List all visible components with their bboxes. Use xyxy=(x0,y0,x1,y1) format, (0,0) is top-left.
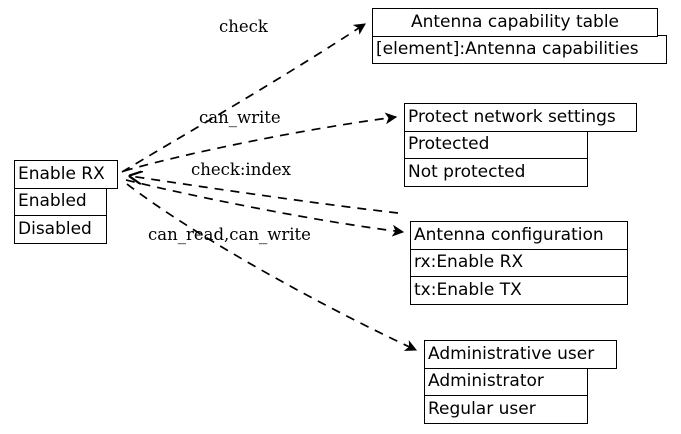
node-row-antenna-capability-table-0: [element]:Antenna capabilities xyxy=(372,35,667,65)
node-header-protect-network-settings: Protect network settings xyxy=(404,103,637,132)
edge-path-check-index xyxy=(130,176,399,214)
edge-path-admin xyxy=(126,183,418,351)
node-row-enable-rx-0: Enabled xyxy=(14,187,107,217)
node-enable-rx[interactable]: Enable RX Enabled Disabled xyxy=(14,160,118,244)
node-header-enable-rx: Enable RX xyxy=(14,160,118,189)
node-protect-network-settings[interactable]: Protect network settings Protected Not p… xyxy=(404,103,637,187)
node-antenna-configuration[interactable]: Antenna configuration rx:Enable RX tx:En… xyxy=(410,221,628,305)
edge-label-check: check xyxy=(219,17,268,36)
node-header-antenna-capability-table: Antenna capability table xyxy=(372,8,658,37)
edge-label-can-read-can-write: can_read,can_write xyxy=(148,225,311,244)
node-row-antenna-configuration-1: tx:Enable TX xyxy=(410,275,628,305)
node-header-administrative-user: Administrative user xyxy=(424,340,617,369)
node-row-protect-network-settings-0: Protected xyxy=(404,130,588,160)
node-row-antenna-configuration-0: rx:Enable RX xyxy=(410,248,628,278)
node-row-administrative-user-0: Administrator xyxy=(424,367,588,397)
node-row-administrative-user-1: Regular user xyxy=(424,394,588,424)
node-row-enable-rx-1: Disabled xyxy=(14,214,107,244)
edge-label-can-write: can_write xyxy=(199,108,281,127)
edge-path-check xyxy=(121,23,366,173)
node-antenna-capability-table[interactable]: Antenna capability table [element]:Anten… xyxy=(372,8,667,65)
node-administrative-user[interactable]: Administrative user Administrator Regula… xyxy=(424,340,617,424)
node-row-protect-network-settings-1: Not protected xyxy=(404,157,588,187)
edge-label-check-index: check:index xyxy=(191,160,291,179)
node-header-antenna-configuration: Antenna configuration xyxy=(410,221,628,250)
